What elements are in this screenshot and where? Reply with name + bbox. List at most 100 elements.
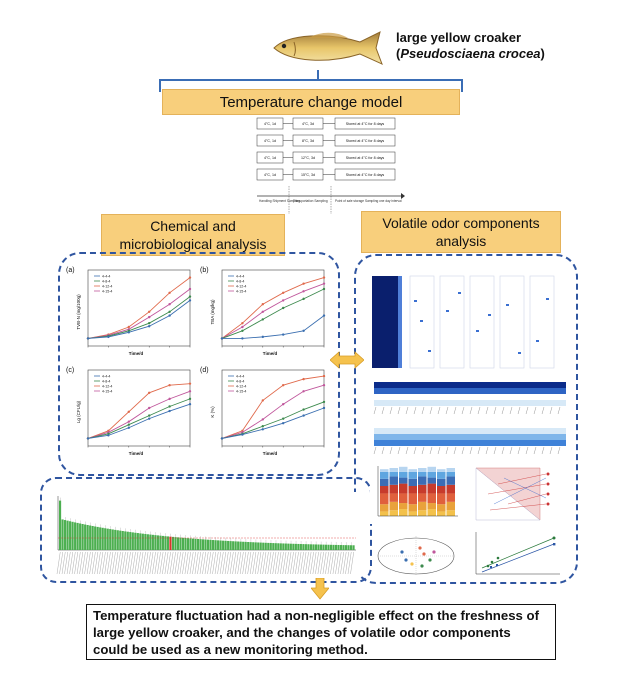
heatmap-cell <box>490 422 494 428</box>
protocol-stage1-label: 4°C, 1d <box>264 173 276 177</box>
heatmap-cell <box>386 428 390 434</box>
heatmap-cell <box>558 400 562 406</box>
heatmap-cell <box>526 428 530 434</box>
heatmap-cell <box>454 434 458 440</box>
vip-bar <box>222 540 225 550</box>
heatmap-cell <box>466 388 470 394</box>
series-point <box>168 397 171 401</box>
vip-bar <box>151 534 154 550</box>
series-point <box>322 314 326 317</box>
panel-xlabel: Time/d <box>263 451 278 456</box>
heatmap-cell <box>474 388 478 394</box>
stacked-segment <box>418 510 427 516</box>
protocol-stage1-label: 4°C, 1d <box>264 139 276 143</box>
series-point <box>302 414 305 417</box>
heatmap-cell <box>466 400 470 406</box>
heatmap-cell <box>450 388 454 394</box>
vip-bar <box>352 545 355 550</box>
heatmap-cell <box>434 382 438 388</box>
stacked-segment <box>408 469 417 472</box>
heatmap-cell <box>438 440 442 446</box>
legend-label: 4-4-4 <box>236 374 244 378</box>
heatmap-cell <box>374 382 378 388</box>
vip-bar <box>106 528 109 550</box>
heatmap-cell <box>386 440 390 446</box>
panel-tag: (a) <box>66 267 75 274</box>
heatmap-cell <box>402 428 406 434</box>
heatmap-cell <box>498 434 502 440</box>
series-point <box>86 337 90 340</box>
heatmap-cell <box>454 400 458 406</box>
stacked-bar-chart <box>370 464 460 524</box>
heatmap-cell <box>522 428 526 434</box>
heatmap-cell <box>506 440 510 446</box>
vip-bar <box>312 544 315 550</box>
heatmap-cell <box>390 394 394 400</box>
vip-bar <box>237 541 240 550</box>
heatmap-cell <box>426 422 430 428</box>
heatmap-cell <box>450 422 454 428</box>
series-point <box>188 390 192 393</box>
vip-bar <box>212 540 215 550</box>
heatmap-cell <box>426 394 430 400</box>
heatmap-cell <box>454 440 458 446</box>
heatmap-cell <box>506 434 510 440</box>
down-arrow-icon <box>311 578 329 600</box>
legend-label: 4-15-4 <box>236 389 246 393</box>
heatmap-cell <box>374 434 378 440</box>
heatmap-cell <box>530 440 534 446</box>
fingerprint-heatmap-2 <box>370 420 566 456</box>
heatmap-cell <box>378 394 382 400</box>
heatmap-cell <box>418 434 422 440</box>
vip-bar <box>204 539 207 550</box>
heatmap-cell <box>406 400 410 406</box>
series-point <box>302 297 305 301</box>
series-point <box>302 377 305 381</box>
vip-bar <box>224 540 227 550</box>
heatmap-cell <box>494 382 498 388</box>
heatmap-cell <box>410 382 414 388</box>
vip-bar <box>299 544 302 550</box>
heatmap-cell <box>406 440 410 446</box>
vip-bar <box>124 531 127 550</box>
heatmap-cell <box>414 422 418 428</box>
vip-bar <box>304 544 307 550</box>
heatmap-cell <box>542 382 546 388</box>
panel-xlabel: Time/d <box>129 351 144 356</box>
heatmap-cell <box>546 440 550 446</box>
series-point <box>127 420 130 423</box>
vip-bar <box>334 544 338 550</box>
heatmap-cell <box>390 388 394 394</box>
heatmap-cell <box>502 434 506 440</box>
stacked-segment <box>399 466 408 472</box>
heatmap-cell <box>394 440 398 446</box>
heatmap-cell <box>482 394 486 400</box>
legend-label: 4-4-4 <box>102 274 110 278</box>
heatmap-cell <box>550 388 554 394</box>
heatmap-cell <box>394 400 398 406</box>
series-point <box>282 417 285 420</box>
heatmap-cell <box>430 388 434 394</box>
vip-bar <box>337 544 340 550</box>
heatmap-cell <box>406 434 410 440</box>
heatmap-cell <box>410 394 414 400</box>
heatmap-cell <box>378 422 382 428</box>
heatmap-cell <box>498 382 502 388</box>
heatmap-cell <box>374 428 378 434</box>
heatmap-cell <box>390 422 394 428</box>
legend-label: 4-15-4 <box>102 289 112 293</box>
vip-bar <box>347 545 350 550</box>
vip-bar <box>342 545 345 550</box>
heatmap-cell <box>530 400 534 406</box>
heatmap-cell <box>458 428 462 434</box>
vip-bar <box>244 541 247 550</box>
heatmap-cell <box>382 422 386 428</box>
stacked-segment <box>389 484 398 494</box>
series-line <box>87 288 191 339</box>
fish-illustration <box>268 26 388 70</box>
heatmap-cell <box>542 440 546 446</box>
vip-bar <box>89 525 92 550</box>
pca-plot <box>372 530 462 580</box>
stacked-segment <box>427 493 436 504</box>
stacked-segment <box>427 477 436 484</box>
